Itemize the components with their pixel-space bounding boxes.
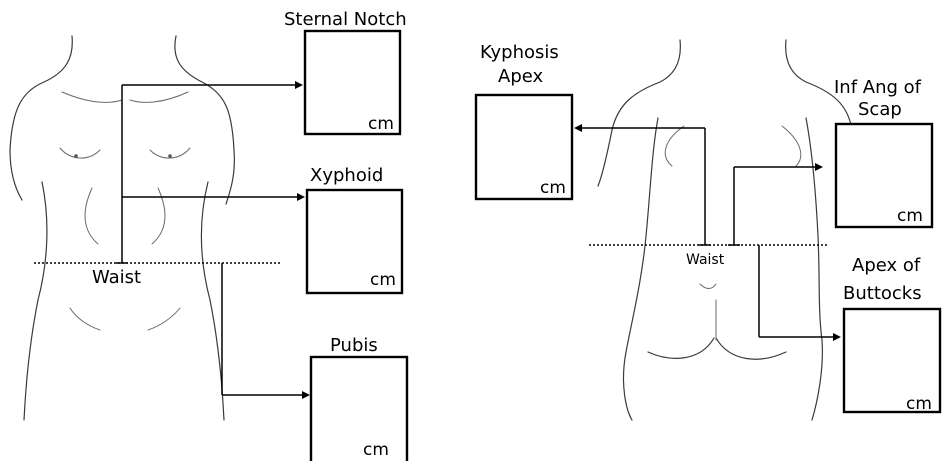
xyphoid-unit: cm	[370, 270, 396, 290]
apex-buttocks-measurement: Apex of Buttocks cm	[843, 255, 940, 414]
xyphoid-label: Xyphoid	[310, 165, 383, 186]
xyphoid-measurement: Xyphoid cm	[307, 165, 402, 293]
sternal-notch-label: Sternal Notch	[284, 9, 407, 30]
kyphosis-apex-label-line2: Apex	[498, 66, 543, 87]
kyphosis-apex-unit: cm	[540, 178, 566, 198]
kyphosis-apex-measurement: Kyphosis Apex cm	[476, 42, 572, 199]
back-torso-drawing	[598, 40, 858, 420]
inf-ang-scap-label-line2: Scap	[858, 99, 902, 120]
apex-buttocks-label-line1: Apex of	[852, 255, 921, 276]
back-waist-label: Waist	[686, 252, 725, 268]
pubis-label: Pubis	[330, 335, 378, 356]
pubis-input-box[interactable]	[311, 357, 407, 461]
inf-ang-scap-unit: cm	[897, 206, 923, 226]
sternal-notch-unit: cm	[368, 114, 394, 134]
pubis-measurement: Pubis cm	[311, 335, 407, 461]
front-waist-label: Waist	[92, 267, 141, 288]
inf-ang-scap-label-line1: Inf Ang of	[834, 77, 922, 98]
sternal-notch-measurement: Sternal Notch cm	[284, 9, 407, 134]
apex-buttocks-unit: cm	[906, 394, 932, 414]
front-measurement-leaders	[116, 81, 310, 399]
inf-ang-scap-measurement: Inf Ang of Scap cm	[834, 77, 932, 227]
kyphosis-apex-label-line1: Kyphosis	[480, 42, 559, 63]
apex-buttocks-label-line2: Buttocks	[843, 283, 922, 304]
pubis-unit: cm	[363, 440, 389, 460]
